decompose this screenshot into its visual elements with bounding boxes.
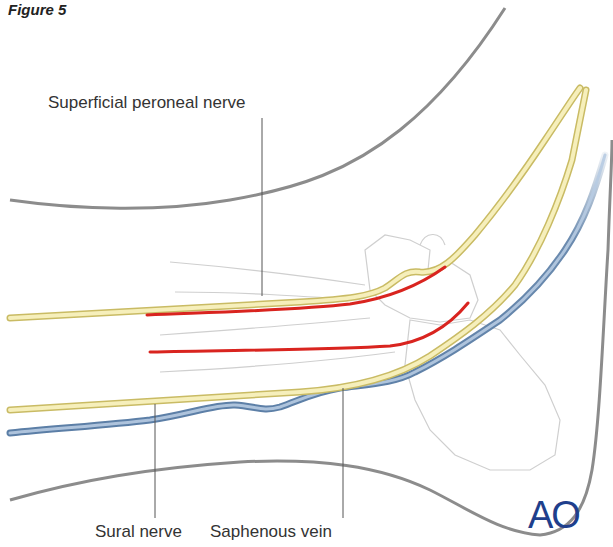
incision-line [147,267,445,315]
nerve-label: Superficial peroneal nerve [48,93,246,113]
leader-line [262,118,263,296]
sural-nerve-fill [10,90,586,410]
figure-label: Figure 5 [8,1,66,18]
leg-outline-bottom [10,140,612,535]
leader-line [343,388,344,518]
vein-label: Saphenous vein [210,522,332,542]
leader-line [155,404,156,518]
bones [160,234,560,470]
incision-line [150,303,468,352]
nerve-label: Sural nerve [95,522,182,542]
sural-nerve-outline [10,90,586,410]
superficial-peroneal-nerve-fill [10,88,580,318]
superficial-peroneal-nerve-outline [10,88,580,318]
leg-outline-top [10,8,505,208]
logo-mark: AO [528,494,579,537]
